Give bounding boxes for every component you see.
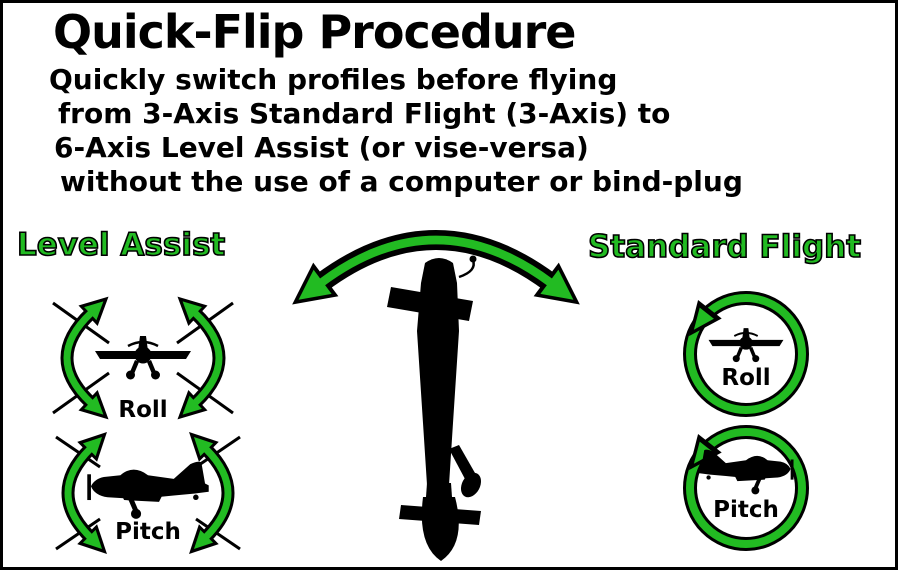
rotation-arrowhead — [688, 300, 722, 337]
antenna — [458, 259, 475, 279]
standard-flight-pitch-label: Pitch — [713, 497, 779, 523]
vertical-plane-icon — [387, 255, 482, 561]
swap-arrow-green — [298, 235, 574, 300]
description: Quickly switch profiles before flying fr… — [49, 63, 743, 199]
pitch-arc-right — [193, 436, 232, 550]
page-title: Quick-Flip Procedure — [53, 5, 576, 59]
level-assist-pitch-label: Pitch — [115, 519, 181, 545]
airplane-front-icon — [93, 334, 193, 381]
wing — [387, 287, 473, 321]
roll-arc-right — [182, 301, 223, 415]
standard-flight-pitch-circle — [683, 425, 809, 551]
level-assist-pitch-figure — [55, 432, 241, 554]
description-line-3: 6-Axis Level Assist (or vise-versa) — [54, 131, 589, 164]
gear-leg — [449, 445, 475, 479]
swap-arrow-icon — [292, 230, 580, 305]
level-assist-roll-label: Roll — [118, 397, 168, 423]
level-assist-heading: Level Assist — [16, 226, 226, 264]
standard-flight-roll-circle — [683, 291, 809, 417]
roll-ring — [686, 294, 806, 414]
antenna-tip — [469, 255, 477, 263]
airplane-front-icon — [707, 327, 785, 364]
fuselage — [417, 283, 459, 485]
airplane-side-icon — [698, 449, 794, 495]
standard-flight-roll-label: Roll — [721, 365, 771, 391]
description-line-4: without the use of a computer or bind-pl… — [60, 165, 743, 198]
nose-cone — [421, 258, 457, 283]
wheel-pant — [460, 472, 482, 498]
description-line-2: from 3-Axis Standard Flight (3-Axis) to — [58, 97, 671, 130]
roll-arc-left — [63, 301, 104, 415]
pitch-arc-left — [64, 436, 103, 550]
standard-flight-heading: Standard Flight — [587, 228, 862, 266]
description-line-1: Quickly switch profiles before flying — [49, 63, 618, 96]
pitch-ring — [686, 428, 806, 548]
airplane-side-icon — [87, 461, 209, 519]
level-assist-roll-figure — [52, 296, 234, 420]
rudder — [421, 497, 459, 561]
